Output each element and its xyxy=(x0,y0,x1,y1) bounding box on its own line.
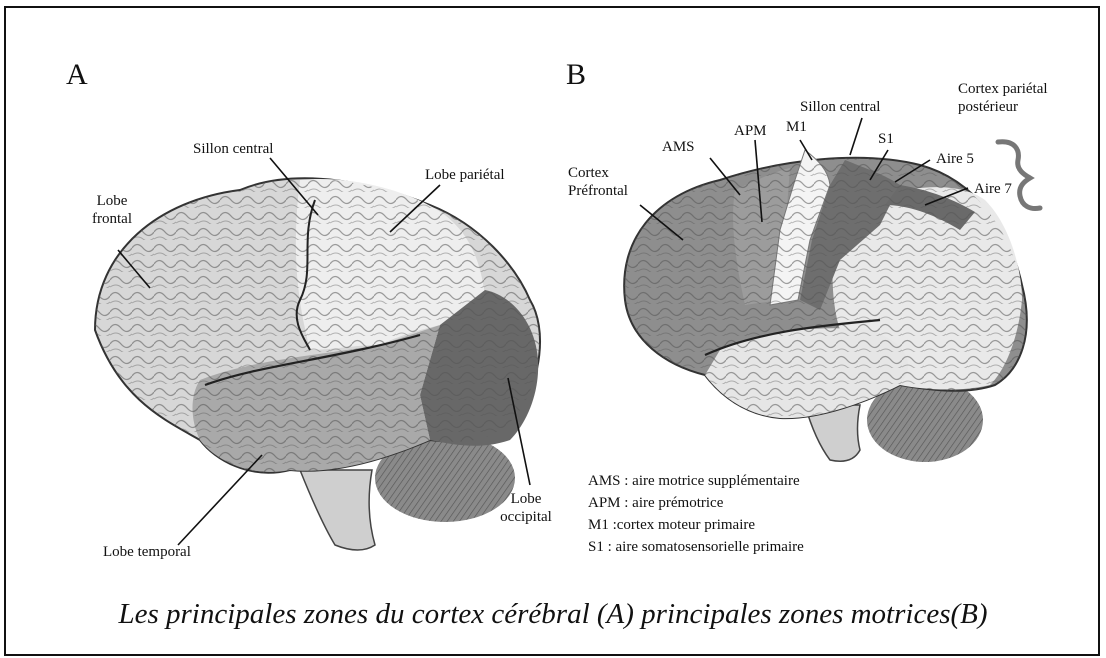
brainstem-a xyxy=(300,470,375,550)
legend-item-apm: APM : aire prémotrice xyxy=(588,492,804,514)
panel-letter-b: B xyxy=(566,58,586,92)
label-lobe-occipital-a: Lobe occipital xyxy=(486,490,566,526)
label-lobe-occipital-line1: Lobe xyxy=(486,490,566,508)
label-cortex-prefrontal-line2: Préfrontal xyxy=(568,182,628,200)
label-cortex-parietal-line1: Cortex pariétal xyxy=(958,80,1048,98)
label-cortex-parietal-line2: postérieur xyxy=(958,98,1048,116)
label-lobe-occipital-line2: occipital xyxy=(486,508,566,526)
label-cortex-parietal-posterieur: Cortex pariétal postérieur xyxy=(958,80,1048,116)
figure-caption: Les principales zones du cortex cérébral… xyxy=(0,598,1106,631)
label-m1: M1 xyxy=(786,118,807,136)
legend-item-m1: M1 :cortex moteur primaire xyxy=(588,514,804,536)
label-sillon-central-a: Sillon central xyxy=(193,140,273,158)
legend-item-s1: S1 : aire somatosensorielle primaire xyxy=(588,536,804,558)
legend-item-ams: AMS : aire motrice supplémentaire xyxy=(588,470,804,492)
label-ams: AMS xyxy=(662,138,695,156)
label-lobe-parietal-a: Lobe pariétal xyxy=(425,166,505,184)
label-cortex-prefrontal-line1: Cortex xyxy=(568,164,628,182)
label-apm: APM xyxy=(734,122,767,140)
leader-lobe-temporal-a xyxy=(178,455,262,545)
label-lobe-frontal-line1: Lobe xyxy=(82,192,142,210)
leader-sillon-central-b xyxy=(850,118,862,155)
legend: AMS : aire motrice supplémentaire APM : … xyxy=(588,470,804,558)
label-lobe-frontal-line2: frontal xyxy=(82,210,142,228)
label-s1: S1 xyxy=(878,130,894,148)
panel-letter-a: A xyxy=(66,58,88,92)
posterior-brace xyxy=(998,142,1040,209)
label-cortex-prefrontal: Cortex Préfrontal xyxy=(568,164,628,200)
label-lobe-temporal-a: Lobe temporal xyxy=(103,543,191,561)
label-sillon-central-b: Sillon central xyxy=(800,98,880,116)
brain-a xyxy=(95,158,540,550)
label-aire5: Aire 5 xyxy=(936,150,974,168)
label-aire7: Aire 7 xyxy=(974,180,1012,198)
brain-b xyxy=(624,118,1040,462)
label-lobe-frontal-a: Lobe frontal xyxy=(82,192,142,228)
